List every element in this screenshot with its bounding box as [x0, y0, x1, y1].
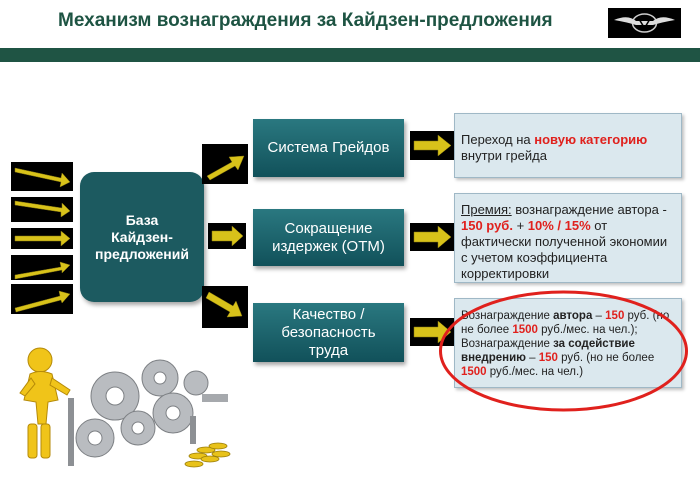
header-band — [0, 48, 700, 62]
detail-bold: за содействие внедрению — [461, 338, 635, 364]
quality-safety-label: Качество / безопасность труда — [281, 305, 376, 359]
highlight-oval — [439, 290, 688, 412]
detail-text: руб./мес. на чел.) — [486, 366, 584, 378]
gold-arrow-icon — [11, 284, 73, 314]
page-title: Механизм вознаграждения за Кайдзен-предл… — [58, 10, 553, 31]
detail-text: руб. (но не более — [557, 352, 655, 364]
gears-worker-coins-illustration — [19, 347, 231, 468]
winged-emblem-icon — [614, 13, 675, 33]
quality-safety-detail-box: Вознаграждение автора – 150 руб. (но не … — [454, 298, 682, 388]
brand-logo — [608, 8, 681, 38]
detail-highlight: 150 — [538, 352, 558, 364]
kaizen-base-label: База Кайдзен- предложений — [95, 211, 189, 262]
gold-arrow-icon — [11, 255, 73, 280]
gold-arrow-icon — [410, 223, 454, 251]
gold-arrow-icon — [11, 228, 73, 249]
cost-reduction-detail-box: Премия: вознаграждение автора - 150 руб.… — [454, 193, 682, 283]
gold-arrow-icon — [202, 144, 248, 184]
bonus-term: Премия: — [461, 202, 512, 217]
detail-text: Вознаграждение — [461, 310, 554, 322]
grades-system-box: Система Грейдов — [253, 119, 404, 177]
gold-arrow-icon — [202, 286, 248, 328]
detail-text: – — [592, 310, 606, 322]
detail-text: от фактически полученной экономии с учет… — [461, 218, 668, 281]
gold-arrow-icon — [11, 197, 73, 222]
detail-highlight: новую категорию — [534, 132, 648, 147]
detail-highlight: 1500 — [512, 324, 538, 336]
quality-safety-box: Качество / безопасность труда — [253, 303, 404, 362]
gold-arrow-icon — [11, 162, 73, 191]
kaizen-base-box: База Кайдзен- предложений — [80, 172, 204, 302]
gold-arrow-icon — [410, 131, 454, 160]
detail-highlight: 150 руб. — [461, 218, 513, 233]
gold-arrow-icon — [208, 223, 246, 249]
detail-text: вознаграждение автора - — [511, 202, 667, 217]
cost-reduction-box: Сокращение издержек (ОТМ) — [253, 209, 404, 266]
grades-detail-box: Переход на новую категорию внутри грейда — [454, 113, 682, 178]
detail-text: руб./мес. на чел.); Вознаграждение — [461, 324, 638, 350]
detail-highlight: 10% / 15% — [527, 218, 591, 233]
detail-text: – — [525, 352, 539, 364]
cost-reduction-label: Сокращение издержек (ОТМ) — [272, 219, 385, 255]
detail-highlight: 1500 — [461, 366, 487, 378]
detail-text: внутри грейда — [461, 148, 547, 163]
detail-bold: автора — [553, 310, 593, 322]
detail-highlight: 150 — [605, 310, 625, 322]
detail-text: Переход на — [461, 132, 535, 147]
detail-text: + — [512, 218, 528, 233]
grades-system-label: Система Грейдов — [267, 139, 390, 156]
